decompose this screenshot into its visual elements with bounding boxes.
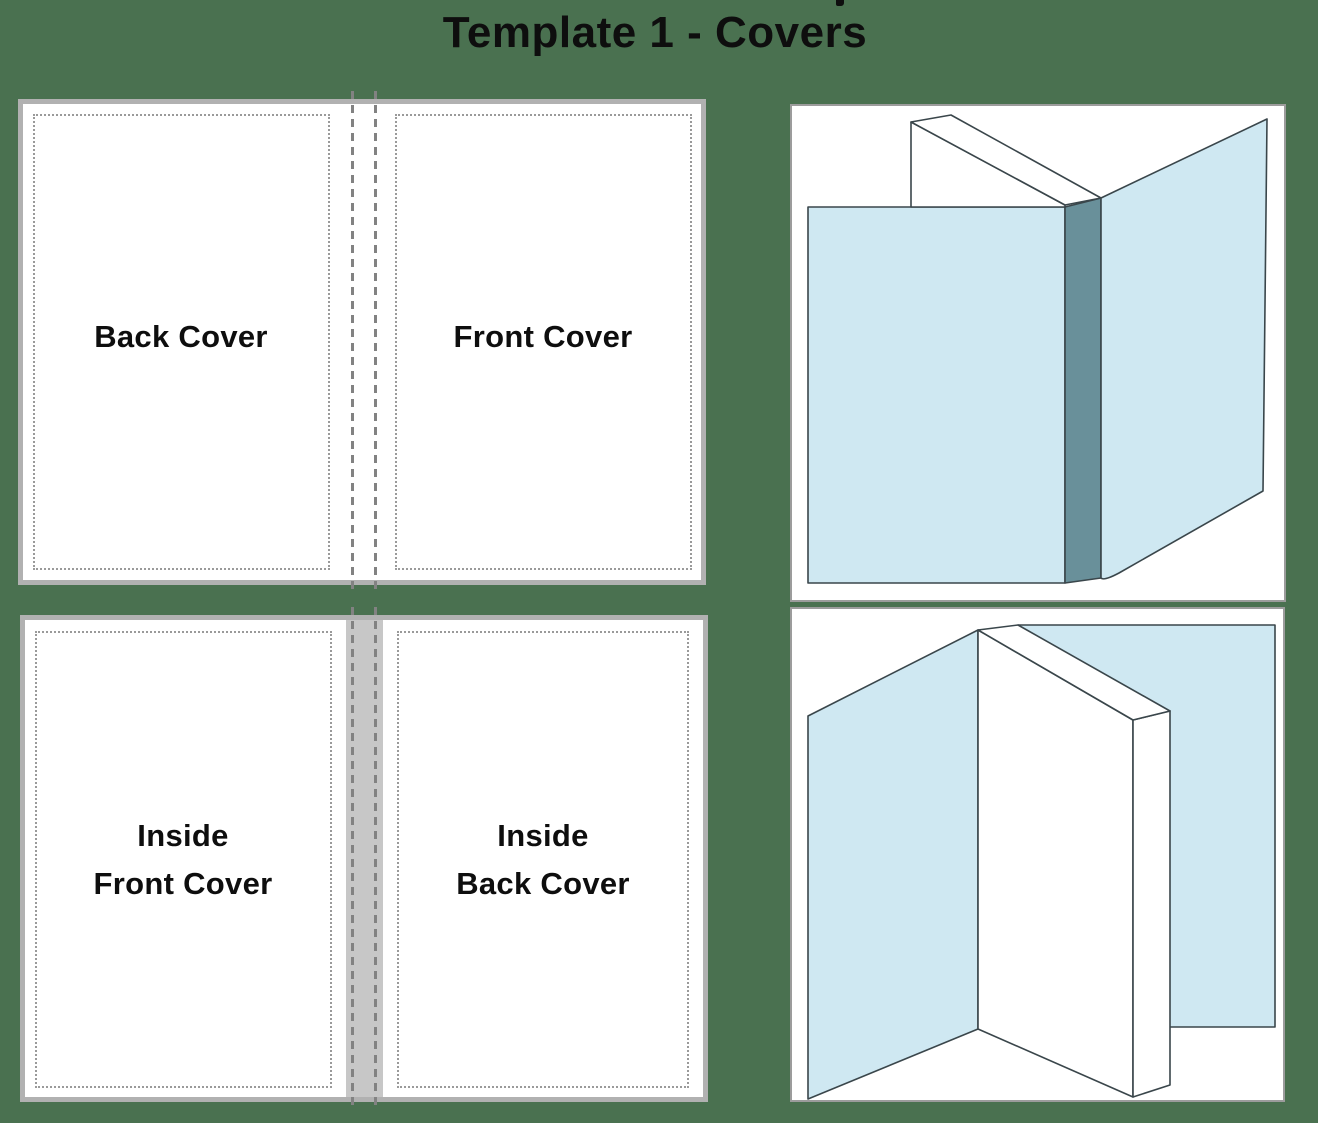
front-cover-label: Front Cover	[453, 319, 633, 354]
outside-cover-spread: Back Cover Front Cover	[18, 99, 706, 585]
inside-front-cover-margin-box	[35, 631, 332, 1088]
spine-face	[1064, 197, 1102, 584]
pages-side-face	[1132, 710, 1171, 1098]
inside-back-cover-label-line1: Inside	[497, 818, 589, 853]
inside-back-cover-label-line2: Back Cover	[456, 866, 630, 901]
open-book-illustration-panel	[790, 607, 1285, 1102]
stray-mark	[836, 0, 844, 6]
inside-back-cover-label: Inside Back Cover	[456, 812, 630, 908]
fold-line-outside-right	[374, 91, 377, 593]
closed-book-illustration	[807, 114, 1268, 584]
front-cover-face	[1100, 118, 1268, 580]
back-cover-label: Back Cover	[94, 319, 268, 354]
inside-front-cover-label-line2: Front Cover	[93, 866, 273, 901]
page-title: Template 1 - Covers	[442, 8, 868, 57]
back-cover-margin-box	[33, 114, 330, 570]
fold-line-inside-right	[374, 607, 377, 1110]
inside-front-cover-face	[807, 629, 979, 1100]
fold-line-inside-left	[351, 607, 354, 1110]
fold-line-outside-left	[351, 91, 354, 593]
back-cover-face	[807, 206, 1066, 584]
pages-top-face	[977, 624, 1171, 721]
inside-back-cover-margin-box	[397, 631, 689, 1088]
inside-cover-spread: Inside Front Cover Inside Back Cover	[20, 615, 708, 1102]
inside-front-cover-label-line1: Inside	[137, 818, 229, 853]
pages-top-face	[910, 114, 1102, 206]
closed-book-illustration-panel	[790, 104, 1286, 602]
inside-front-cover-label: Inside Front Cover	[94, 812, 273, 908]
open-book-illustration	[807, 624, 1276, 1100]
front-cover-margin-box	[395, 114, 692, 570]
